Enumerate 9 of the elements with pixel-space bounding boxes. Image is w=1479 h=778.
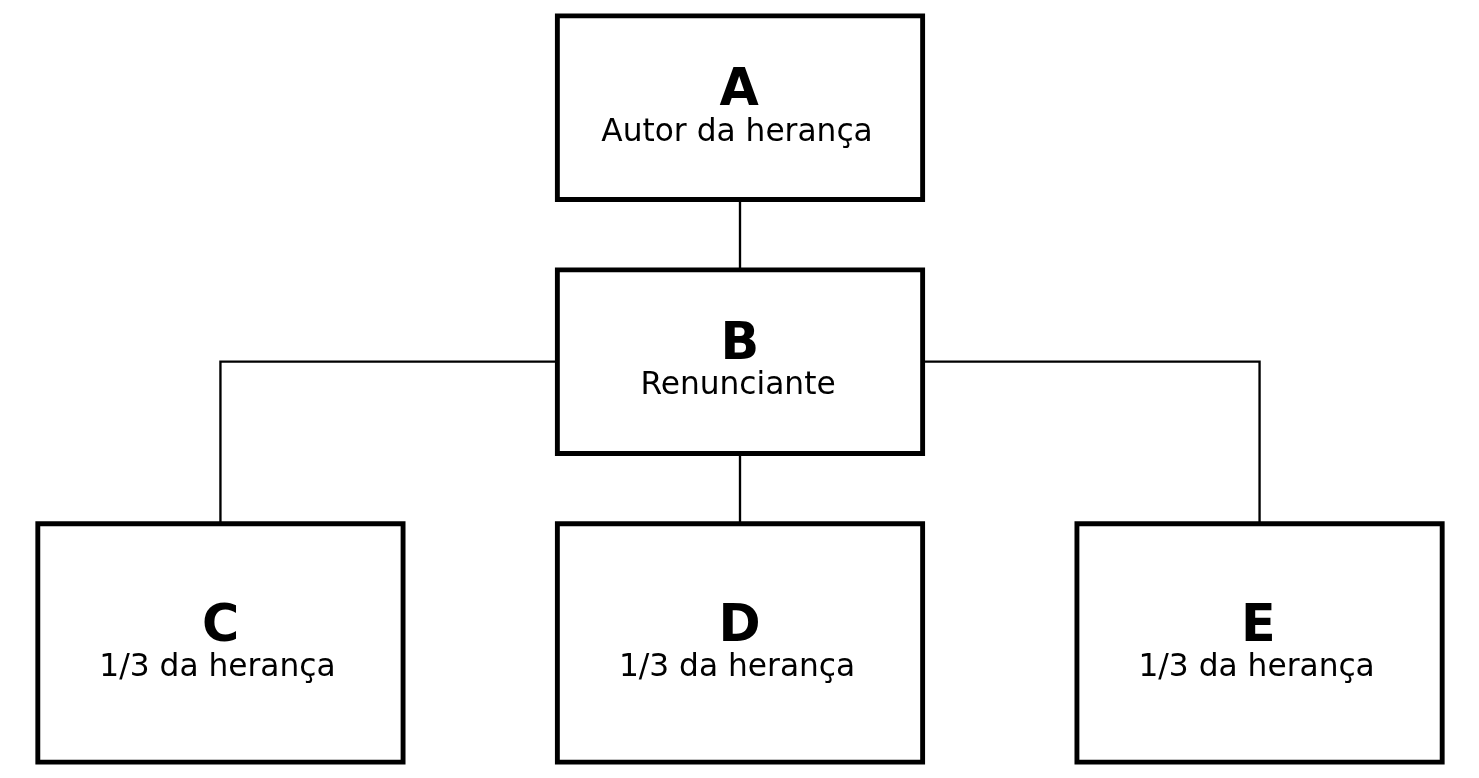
- connector: [738, 200, 741, 270]
- connector: [922, 360, 1261, 524]
- node-box: C 1/3 da herança: [34, 521, 405, 765]
- node-box: D 1/3 da herança: [554, 521, 925, 765]
- node-box: B Renunciante: [554, 267, 925, 456]
- node-box: A Autor da herança: [554, 13, 925, 202]
- node-box: E 1/3 da herança: [1074, 521, 1445, 765]
- connector: [738, 453, 741, 524]
- connector: [218, 360, 557, 524]
